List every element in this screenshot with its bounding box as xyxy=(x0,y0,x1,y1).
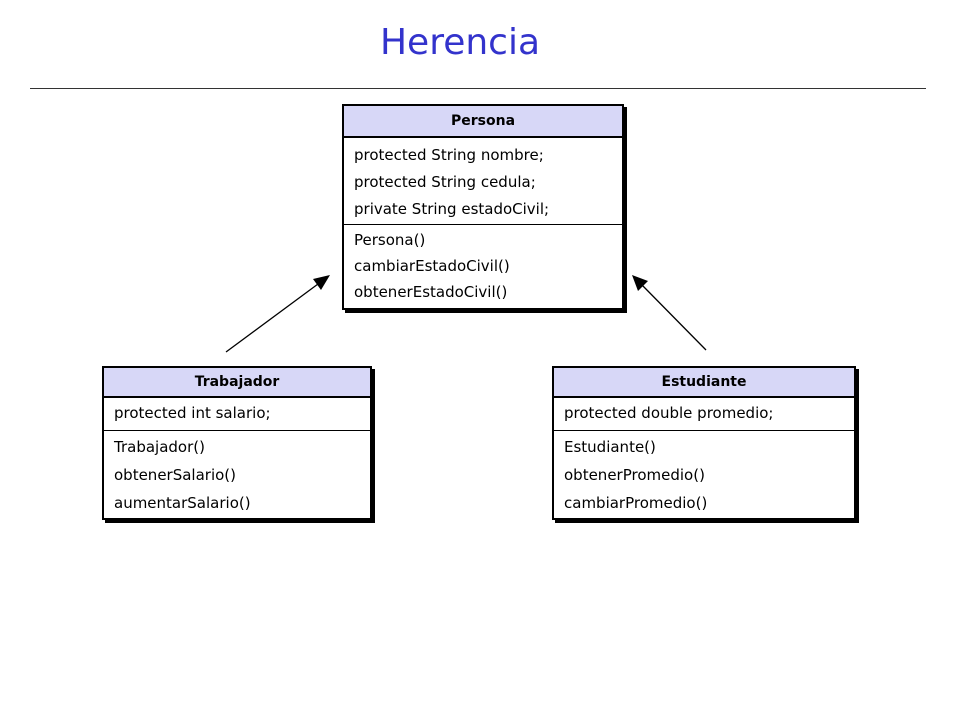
page-title: Herencia xyxy=(379,22,541,63)
attribute: protected int salario; xyxy=(114,404,271,422)
class-trabajador-methods: Trabajador() obtenerSalario() aumentarSa… xyxy=(104,430,370,517)
class-trabajador: Trabajador protected int salario; Trabaj… xyxy=(102,366,372,520)
method: Estudiante() xyxy=(564,438,656,456)
attribute: private String estadoCivil; xyxy=(354,200,550,218)
class-estudiante-name: Estudiante xyxy=(554,368,854,398)
method: obtenerSalario() xyxy=(114,466,236,484)
class-persona: Persona protected String nombre; protect… xyxy=(342,104,624,310)
method: cambiarEstadoCivil() xyxy=(354,257,510,275)
class-estudiante: Estudiante protected double promedio; Es… xyxy=(552,366,856,520)
class-estudiante-methods: Estudiante() obtenerPromedio() cambiarPr… xyxy=(554,430,854,517)
title-divider xyxy=(30,88,926,89)
class-trabajador-attributes: protected int salario; xyxy=(104,398,370,430)
method: Persona() xyxy=(354,231,426,249)
attribute: protected String cedula; xyxy=(354,173,536,191)
class-persona-methods: Persona() cambiarEstadoCivil() obtenerEs… xyxy=(344,224,622,305)
trabajador-inheritance-line xyxy=(225,283,319,353)
method: aumentarSalario() xyxy=(114,494,251,512)
method: obtenerEstadoCivil() xyxy=(354,283,508,301)
trabajador-arrowhead xyxy=(313,275,330,290)
attribute: protected String nombre; xyxy=(354,146,544,164)
method: cambiarPromedio() xyxy=(564,494,708,512)
method: Trabajador() xyxy=(114,438,205,456)
class-estudiante-attributes: protected double promedio; xyxy=(554,398,854,430)
method: obtenerPromedio() xyxy=(564,466,705,484)
estudiante-arrowhead xyxy=(632,275,648,291)
class-trabajador-name: Trabajador xyxy=(104,368,370,398)
class-persona-attributes: protected String nombre; protected Strin… xyxy=(344,138,622,224)
estudiante-inheritance-line xyxy=(641,284,707,351)
class-persona-name: Persona xyxy=(344,106,622,138)
attribute: protected double promedio; xyxy=(564,404,774,422)
